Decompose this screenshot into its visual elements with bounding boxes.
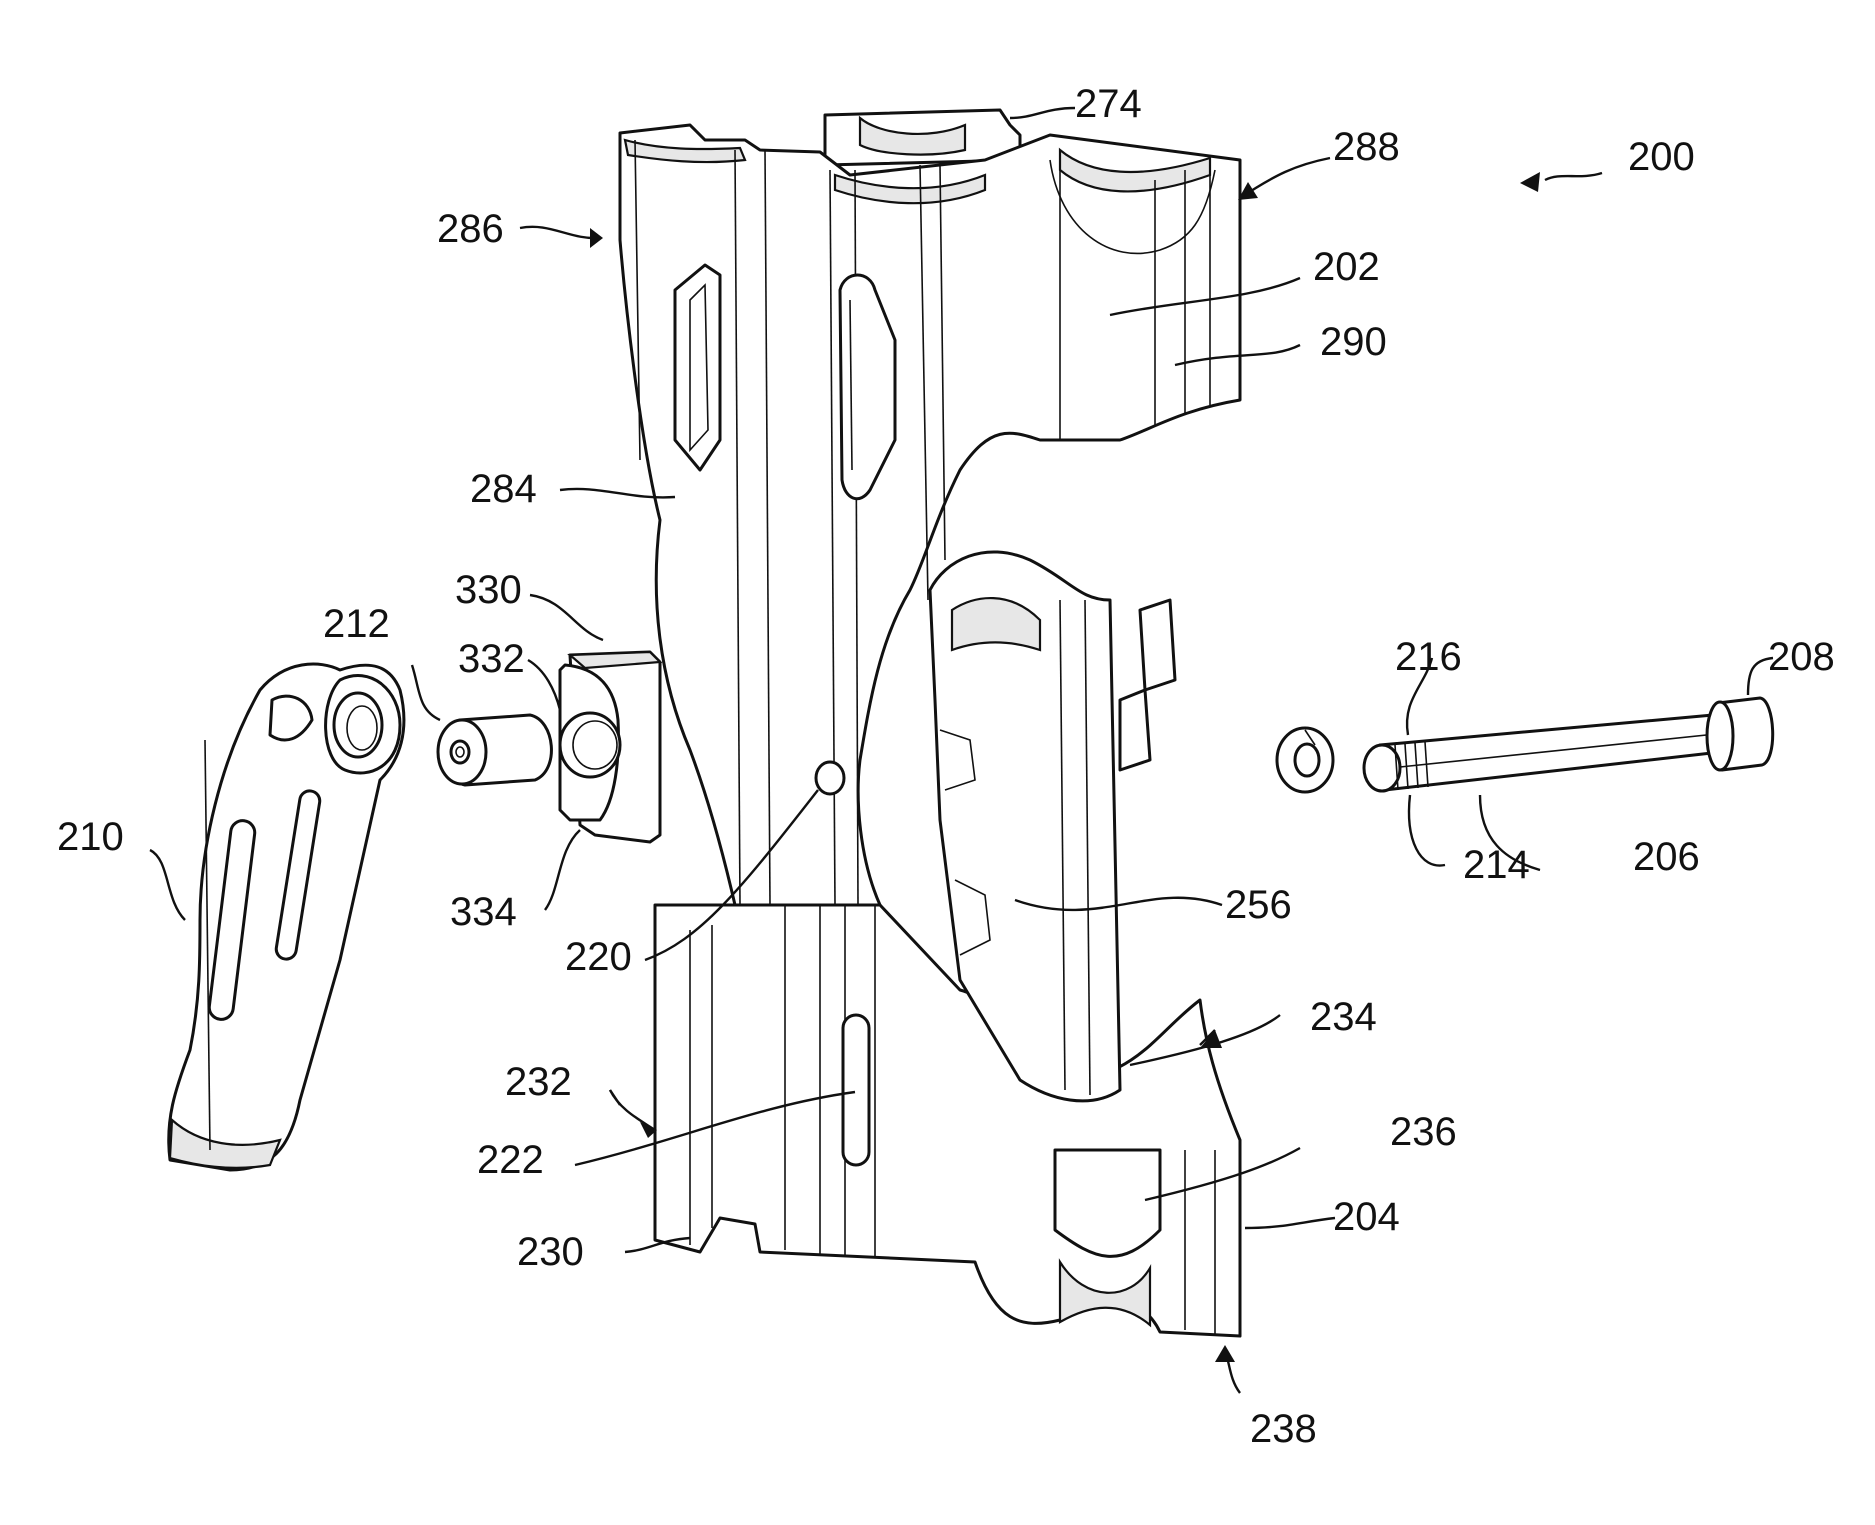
label-202: 202 [1313,245,1380,289]
label-288: 288 [1333,125,1400,169]
label-220: 220 [565,935,632,979]
washer [1277,728,1333,792]
label-274: 274 [1075,82,1142,126]
label-238: 238 [1250,1407,1317,1451]
label-286: 286 [437,207,504,251]
label-330: 330 [455,568,522,612]
label-230: 230 [517,1230,584,1274]
label-284: 284 [470,467,537,511]
label-204: 204 [1333,1195,1400,1239]
label-222: 222 [477,1138,544,1182]
label-234: 234 [1310,995,1377,1039]
label-206: 206 [1633,835,1700,879]
label-232: 232 [505,1060,572,1104]
label-210: 210 [57,815,124,859]
lever [169,664,404,1170]
label-200: 200 [1628,135,1695,179]
bolt [1364,698,1773,791]
label-332: 332 [458,637,525,681]
label-212: 212 [323,602,390,646]
upper-housing [620,110,1240,905]
label-334: 334 [450,890,517,934]
label-216: 216 [1395,635,1462,679]
label-256: 256 [1225,883,1292,927]
label-214: 214 [1463,843,1530,887]
cam-block [560,652,660,842]
label-236: 236 [1390,1110,1457,1154]
label-290: 290 [1320,320,1387,364]
lower-housing [655,905,1240,1336]
pivot-pin [438,715,551,785]
label-208: 208 [1768,635,1835,679]
